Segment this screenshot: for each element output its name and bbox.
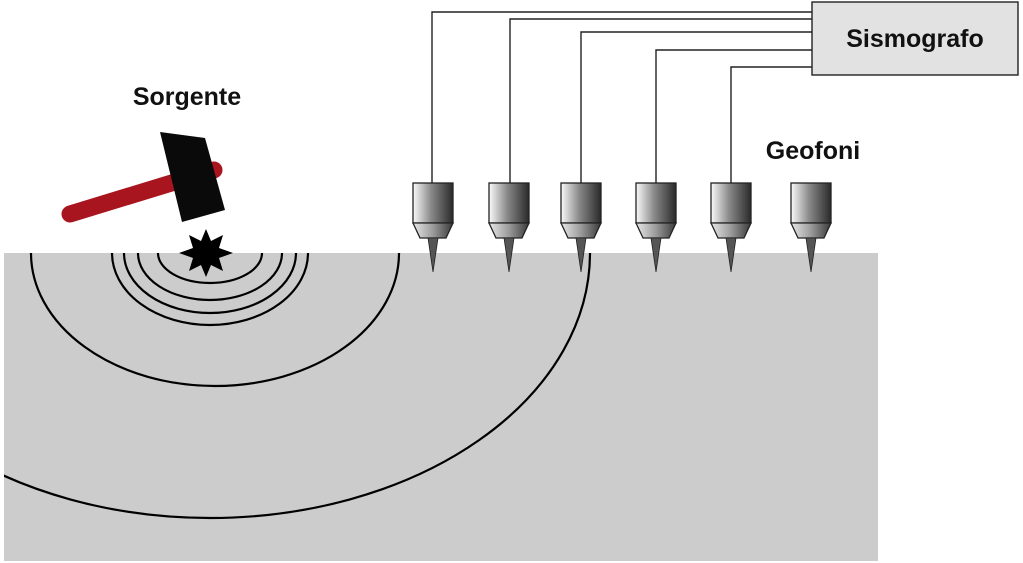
geophone: [789, 182, 833, 273]
cables: [431, 11, 812, 183]
wavefront-5: [29, 253, 401, 388]
cable-2: [509, 18, 812, 183]
geophone: [559, 182, 603, 273]
geophone: [634, 182, 678, 273]
seismograph: Sismografo: [811, 1, 1019, 76]
seismograph-label: Sismografo: [846, 25, 984, 53]
hammer-head: [160, 132, 225, 222]
geophone: [487, 182, 531, 273]
cable-1: [431, 11, 812, 183]
cable-4: [655, 49, 812, 183]
wavefront-1: [156, 253, 264, 285]
cable-3: [580, 31, 812, 183]
wavefront-3: [122, 253, 298, 315]
source-label: Sorgente: [133, 83, 241, 111]
wavefronts: [4, 253, 592, 520]
wavefront-2: [136, 253, 284, 302]
geophones: [411, 182, 833, 273]
geophones-label: Geofoni: [766, 137, 860, 165]
wavefront-4: [110, 253, 310, 327]
source-hammer: [61, 132, 225, 223]
ground: [4, 253, 878, 561]
cable-5: [730, 66, 812, 183]
impact-burst-icon: [179, 229, 233, 277]
geophone: [411, 182, 455, 273]
seismograph-box: [811, 1, 1019, 76]
geophone: [709, 182, 753, 273]
wavefront-6: [4, 253, 592, 520]
